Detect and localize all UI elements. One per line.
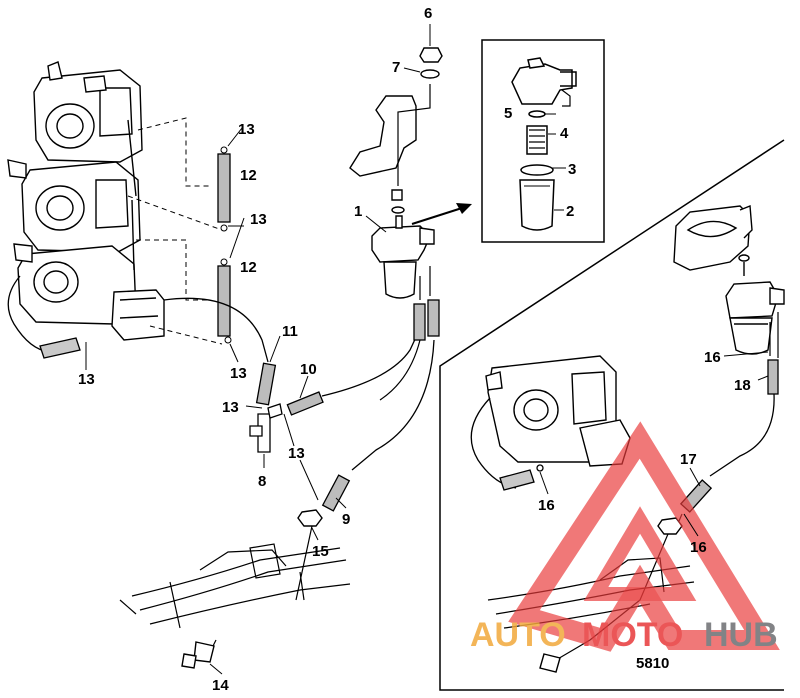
callout-13-top: 13 (238, 121, 255, 138)
filter-detail-inset (481, 39, 605, 243)
fuel-filter-assembly (349, 95, 435, 299)
dash-leaders (127, 117, 223, 345)
callout-13-middle: 13 (250, 211, 267, 228)
detail-arrow (411, 203, 472, 225)
callout-3: 3 (568, 161, 576, 178)
callout-16-left: 16 (538, 497, 555, 514)
callout-leaders (85, 24, 769, 675)
pump-outlet-line (163, 297, 277, 406)
callout-2: 2 (566, 203, 574, 220)
hose-10 (286, 319, 425, 416)
figure-code: 5810 (636, 655, 669, 672)
callout-12-bottom: 12 (240, 259, 257, 276)
callout-13-lower: 13 (288, 445, 305, 462)
callout-16-bottom: 16 (690, 539, 707, 556)
callout-13-tee: 13 (222, 399, 239, 416)
alt-carburetor (485, 355, 631, 467)
mount-hardware (397, 47, 443, 186)
callout-14: 14 (212, 677, 229, 694)
watermark-moto: MOTO (582, 616, 683, 654)
callout-5: 5 (504, 105, 512, 122)
alt-bracket (673, 204, 753, 276)
callout-7: 7 (392, 59, 400, 76)
callout-12-top: 12 (240, 167, 257, 184)
callout-13-left: 13 (78, 371, 95, 388)
hose-12 (217, 146, 232, 344)
callout-17: 17 (680, 451, 697, 468)
callout-11: 11 (282, 323, 298, 340)
callout-6: 6 (424, 5, 432, 22)
callout-labels: 6 7 5 4 3 2 1 13 12 13 12 11 13 13 10 13… (78, 5, 751, 694)
callout-16-right: 16 (704, 349, 721, 366)
watermark-auto: AUTO (470, 616, 566, 654)
transom-structure (119, 543, 351, 629)
callout-18: 18 (734, 377, 751, 394)
carburetor-stack (7, 61, 165, 341)
callout-8: 8 (258, 473, 266, 490)
alternate-view-frame (439, 139, 785, 691)
filter-outlet-hoses (321, 266, 440, 512)
watermark-hub: HUB (704, 616, 778, 654)
tee-fitting (249, 403, 283, 453)
hull-fitting (181, 509, 323, 669)
alt-carb-hose (470, 397, 544, 491)
carb-hoses (7, 275, 81, 359)
callout-1: 1 (354, 203, 362, 220)
callout-13-right: 13 (230, 365, 247, 382)
callout-9: 9 (342, 511, 350, 528)
callout-15: 15 (312, 543, 329, 560)
automotohub-watermark: AUTO MOTO HUB (470, 421, 780, 654)
callout-10: 10 (300, 361, 317, 378)
callout-4: 4 (560, 125, 569, 142)
alt-fuel-filter (725, 281, 785, 355)
